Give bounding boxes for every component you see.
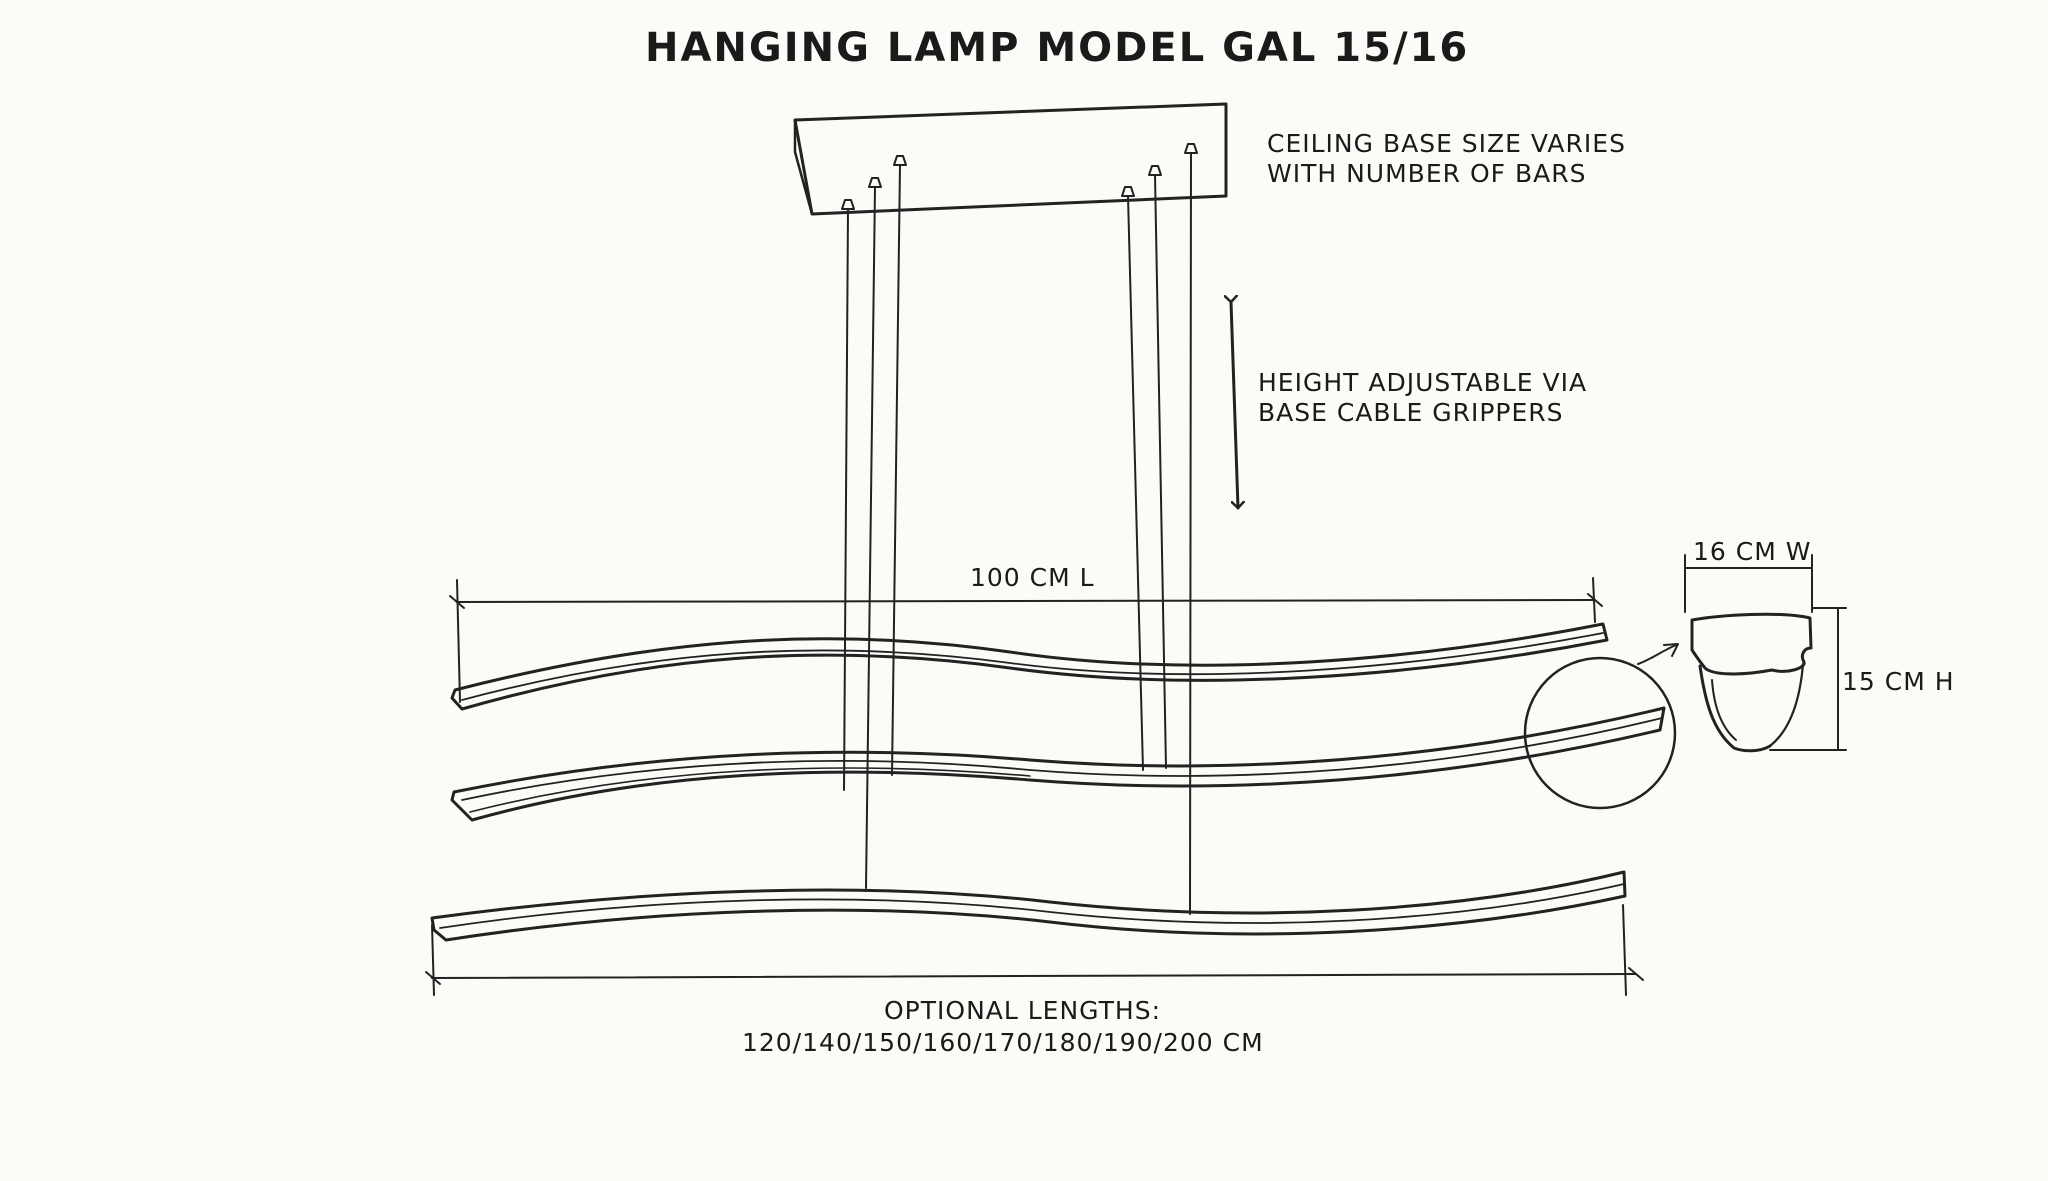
- profile-width-label: 16 CM W: [1693, 537, 1812, 566]
- light-bar-middle: [450, 706, 1666, 822]
- ceiling-base-note-line1: CEILING BASE SIZE VARIES: [1267, 129, 1626, 158]
- bottom-dimension-line: [425, 904, 1644, 996]
- light-bar-bottom: [430, 870, 1627, 942]
- width-dimension: [1684, 554, 1813, 613]
- cable-grippers: [841, 143, 1198, 210]
- light-bar-top: [450, 622, 1609, 711]
- detail-magnifier: [1523, 643, 1679, 810]
- optional-lengths-line2: 120/140/150/160/170/180/190/200 CM: [742, 1028, 1264, 1057]
- ceiling-base: [793, 102, 1228, 216]
- height-note-line1: HEIGHT ADJUSTABLE VIA: [1258, 368, 1588, 397]
- top-dimension-line: [449, 577, 1603, 703]
- height-dimension: [1769, 607, 1847, 751]
- top-bar-length-label: 100 CM L: [970, 563, 1095, 592]
- profile-height-label: 15 CM H: [1842, 667, 1955, 696]
- ceiling-base-note-line2: WITH NUMBER OF BARS: [1267, 159, 1587, 188]
- diagram-title: HANGING LAMP MODEL GAL 15/16: [645, 25, 1470, 71]
- height-note-line2: BASE CABLE GRIPPERS: [1258, 398, 1564, 427]
- suspension-cables: [843, 152, 1192, 915]
- height-adjust-arrow: [1231, 302, 1238, 510]
- profile-cross-section: [1690, 612, 1813, 753]
- optional-lengths-line1: OPTIONAL LENGTHS:: [884, 996, 1162, 1025]
